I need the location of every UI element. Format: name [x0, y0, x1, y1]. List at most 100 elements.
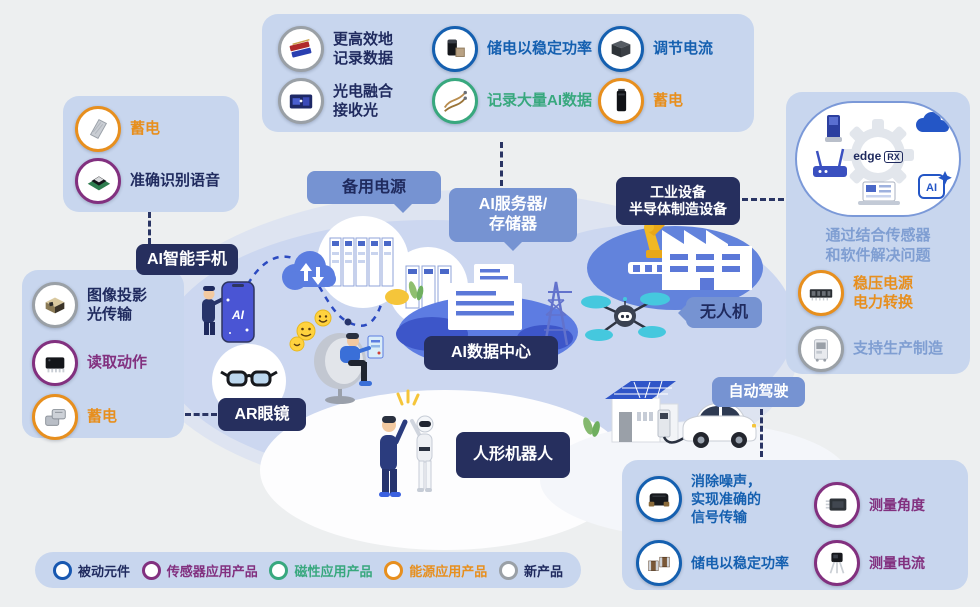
benefit-label: 支持生产制造	[853, 340, 944, 358]
benefit-label: 记录大量AI数据	[487, 92, 593, 110]
cloud-sync-icon	[282, 251, 336, 290]
new-products-ring-icon	[498, 560, 518, 580]
edge-rx-logo-rx: RX	[884, 151, 903, 163]
gear-icon	[842, 119, 914, 191]
production-machine-icon	[798, 326, 844, 372]
stacked-battery-icon	[32, 394, 78, 440]
label-autonomous-driving: 自动驾驶	[712, 377, 805, 407]
legend-label: 磁性应用产品	[294, 563, 373, 579]
connector-driving-box	[760, 409, 763, 457]
cloud-icon	[916, 112, 949, 132]
magnetic-products-ring-icon	[269, 560, 289, 580]
benefit-label: 蓄电	[87, 408, 118, 426]
power-tower-illustration	[543, 281, 572, 346]
benefit-item: 蓄电	[75, 106, 160, 152]
label-ai-server: AI服务器/ 存储器	[449, 188, 577, 242]
capacitor-icon	[432, 26, 478, 72]
benefit-item: 图像投影 光传输	[32, 282, 147, 328]
memory-modules-icon	[278, 26, 324, 72]
battery-icon	[598, 78, 644, 124]
person-chair-illustration	[314, 333, 384, 404]
benefit-item: 支持生产制造	[798, 326, 943, 372]
benefit-item: 调节电流	[598, 26, 713, 72]
battery-sheet-icon	[75, 106, 121, 152]
sensor-device-icon	[825, 115, 842, 142]
emoji-icons	[289, 309, 332, 352]
legend-item-energy: 能源应用产品	[384, 560, 488, 580]
label-ar-glasses: AR眼镜	[218, 398, 306, 431]
scene-white-blob	[260, 390, 630, 550]
connector-leftbox-glasses	[185, 413, 217, 416]
label-drone: 无人机	[686, 297, 762, 328]
wire-icon	[432, 78, 478, 124]
benefit-item: 测量角度	[814, 482, 925, 528]
benefit-label: 储电以稳定功率	[691, 554, 789, 571]
benefit-label: 测量电流	[869, 554, 925, 571]
capacitor-pair-icon	[636, 540, 682, 586]
benefit-item: 消除噪声， 实现准确的 信号传输	[636, 472, 761, 527]
benefit-label: 图像投影 光传输	[87, 286, 148, 324]
connector-topleft-smartphone	[148, 212, 151, 244]
sensor-chip-icon	[814, 482, 860, 528]
connector-topbox-server	[500, 142, 503, 186]
benefit-item: 储电以稳定功率	[636, 540, 789, 586]
power-board-icon	[798, 270, 844, 316]
ai-badge-icon: AI	[918, 171, 952, 199]
benefit-item: 更高效地 记录数据	[278, 26, 393, 72]
energy-products-ring-icon	[384, 560, 404, 580]
label-ai-datacenter: AI数据中心	[424, 336, 558, 370]
benefit-label: 测量角度	[869, 496, 925, 513]
mems-mic-icon	[75, 158, 121, 204]
benefit-item: 稳压电源 电力转换	[798, 270, 913, 316]
benefit-label: 准确识别语音	[130, 172, 221, 190]
legend-item-passive: 被动元件	[53, 560, 131, 580]
sensor-products-ring-icon	[141, 560, 161, 580]
legend-label: 被动元件	[78, 563, 131, 579]
benefit-item: 准确识别语音	[75, 158, 220, 204]
plant-illustration	[408, 281, 424, 301]
house-ev-illustration	[583, 380, 757, 448]
laptop-icon	[858, 181, 900, 205]
glasses-benefits-box: 图像投影 光传输 读取动作 蓄电	[22, 270, 184, 440]
edge-rx-logo-edge: edge	[853, 149, 882, 163]
transistor-icon	[814, 540, 860, 586]
human-robot-illustration	[379, 389, 434, 497]
passive-components-ring-icon	[53, 560, 72, 580]
legend-label: 传感器应用产品	[166, 563, 258, 579]
server-racks-illustration	[317, 216, 468, 327]
benefit-item: 光电融合 接收光	[278, 78, 393, 124]
benefit-label: 消除噪声， 实现准确的 信号传输	[691, 473, 761, 526]
smartphone-illustration: AI	[202, 281, 255, 343]
legend-item-magnetic: 磁性应用产品	[269, 560, 373, 580]
benefit-label: 读取动作	[87, 354, 148, 372]
benefit-item: 测量电流	[814, 540, 925, 586]
factory-illustration	[587, 214, 763, 310]
edge-rx-description: 通过结合传感器 和软件解决问题	[825, 227, 931, 265]
drone-illustration	[581, 292, 670, 341]
benefit-label: 更高效地 记录数据	[333, 30, 394, 68]
benefit-item: 蓄电	[32, 394, 117, 440]
svg-text:AI: AI	[926, 182, 937, 194]
connector-industrial-edgerx	[742, 198, 784, 201]
label-industrial-equipment: 工业设备 半导体制造设备	[616, 177, 740, 225]
legend-item-new: 新产品	[498, 560, 563, 580]
benefit-label: 调节电流	[653, 40, 714, 58]
ic-chip-icon	[32, 340, 78, 386]
legend-label: 能源应用产品	[409, 563, 488, 579]
benefit-label: 储电以稳定功率	[487, 40, 593, 58]
benefit-label: 蓄电	[653, 92, 684, 110]
laser-module-icon	[32, 282, 78, 328]
legend-item-sensor: 传感器应用产品	[141, 560, 258, 580]
legend-label: 新产品	[523, 563, 563, 579]
edge-rx-diagram: AI	[813, 112, 952, 205]
label-backup-power: 备用电源	[307, 171, 441, 204]
benefit-item: 记录大量AI数据	[432, 78, 592, 124]
router-icon	[813, 148, 847, 177]
label-ai-smartphone: AI智能手机	[136, 244, 238, 275]
benefit-label: 稳压电源 电力转换	[853, 274, 914, 312]
benefit-item: 蓄电	[598, 78, 683, 124]
